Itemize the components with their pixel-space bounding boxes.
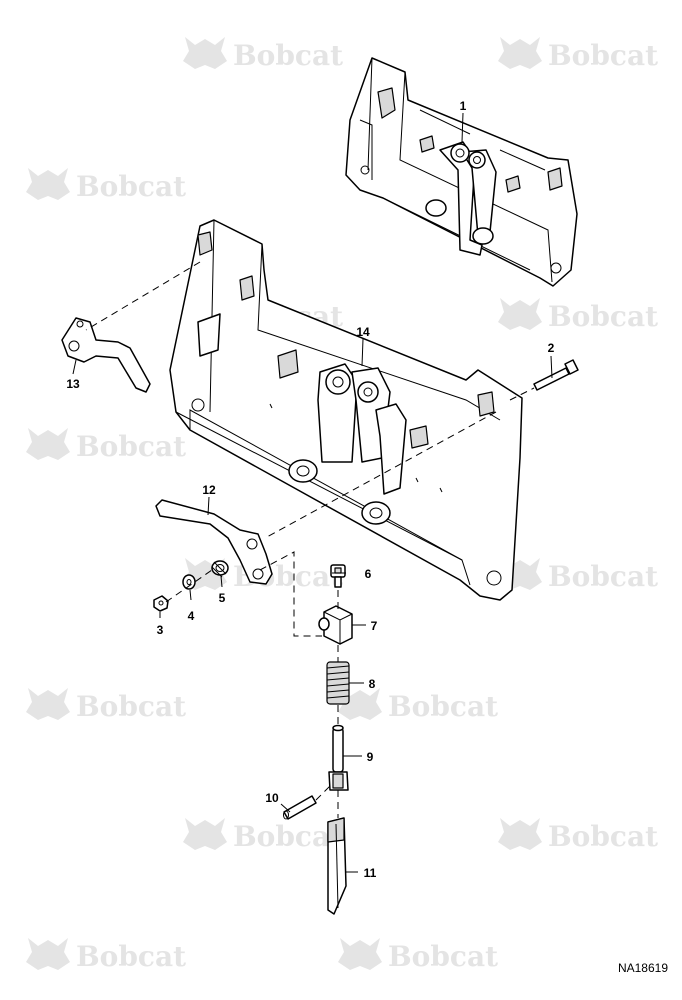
bobcat-logo-icon — [26, 428, 70, 460]
bobcat-logo-icon — [183, 818, 227, 850]
part-4-washer — [182, 574, 196, 590]
bobcat-logo-icon — [338, 938, 382, 970]
part-5-bushing — [211, 560, 229, 578]
callout-2: 2 — [548, 341, 555, 355]
callout-3: 3 — [157, 623, 164, 637]
bobcat-logo-icon — [498, 37, 542, 69]
callout-4: 4 — [188, 609, 195, 623]
bobcat-logo-icon — [26, 688, 70, 720]
callout-8: 8 — [369, 677, 376, 691]
callout-11: 11 — [364, 866, 377, 880]
callout-10: 10 — [265, 791, 279, 805]
watermark-11: Bobcat — [183, 818, 343, 853]
bobcat-logo-icon — [498, 298, 542, 330]
callout-labels: 1 2 3 4 5 6 7 8 9 10 11 12 13 14 — [66, 99, 554, 880]
part-6-cap-screw — [330, 564, 346, 588]
part-14-main-frame — [169, 219, 523, 601]
watermark-1: Bobcat — [183, 37, 343, 72]
callout-9: 9 — [367, 750, 374, 764]
bobcat-logo-icon — [183, 37, 227, 69]
bobcat-logo-icon — [26, 168, 70, 200]
callout-7: 7 — [371, 619, 378, 633]
part-9-shaft — [328, 724, 349, 791]
watermark-text: Bobcat — [388, 940, 498, 973]
watermark-10: Bobcat — [338, 688, 498, 723]
part-10-pin — [283, 795, 317, 820]
part-11-wedge — [327, 817, 347, 915]
watermark-text: Bobcat — [233, 820, 343, 853]
watermark-8: Bobcat — [498, 558, 658, 593]
part-2-bolt — [533, 359, 579, 391]
watermark-text: Bobcat — [76, 430, 186, 463]
part-7-block — [318, 605, 353, 645]
watermark-text: Bobcat — [548, 39, 658, 72]
watermark-text: Bobcat — [76, 170, 186, 203]
callout-1: 1 — [460, 99, 467, 113]
bobcat-logo-icon — [26, 938, 70, 970]
watermark-text: Bobcat — [233, 39, 343, 72]
drawing-code: NA18619 — [618, 961, 668, 975]
assembly-lines — [85, 261, 535, 818]
watermark-13: Bobcat — [26, 938, 186, 973]
callout-5: 5 — [219, 591, 226, 605]
part-1-upper-assembly — [345, 57, 578, 287]
part-12-right-lever — [155, 499, 273, 585]
leader-lines — [72, 112, 553, 873]
callout-14: 14 — [356, 325, 370, 339]
watermark-2: Bobcat — [498, 37, 658, 72]
part-3-nut — [153, 595, 169, 612]
watermark-6: Bobcat — [26, 428, 186, 463]
watermark-text: Bobcat — [388, 690, 498, 723]
watermark-text: Bobcat — [76, 940, 186, 973]
part-8-spring — [326, 661, 350, 705]
callout-12: 12 — [202, 483, 216, 497]
watermark-14: Bobcat — [338, 938, 498, 973]
watermark-9: Bobcat — [26, 688, 186, 723]
watermark-12: Bobcat — [498, 818, 658, 853]
callout-6: 6 — [365, 567, 372, 581]
watermark-5: Bobcat — [498, 298, 658, 333]
watermark-text: Bobcat — [548, 560, 658, 593]
watermark-3: Bobcat — [26, 168, 186, 203]
watermark-text: Bobcat — [548, 820, 658, 853]
watermark-text: Bobcat — [76, 690, 186, 723]
bobcat-logo-icon — [498, 818, 542, 850]
callout-13: 13 — [66, 377, 80, 391]
part-13-left-lever — [61, 317, 151, 393]
watermark-text: Bobcat — [548, 300, 658, 333]
